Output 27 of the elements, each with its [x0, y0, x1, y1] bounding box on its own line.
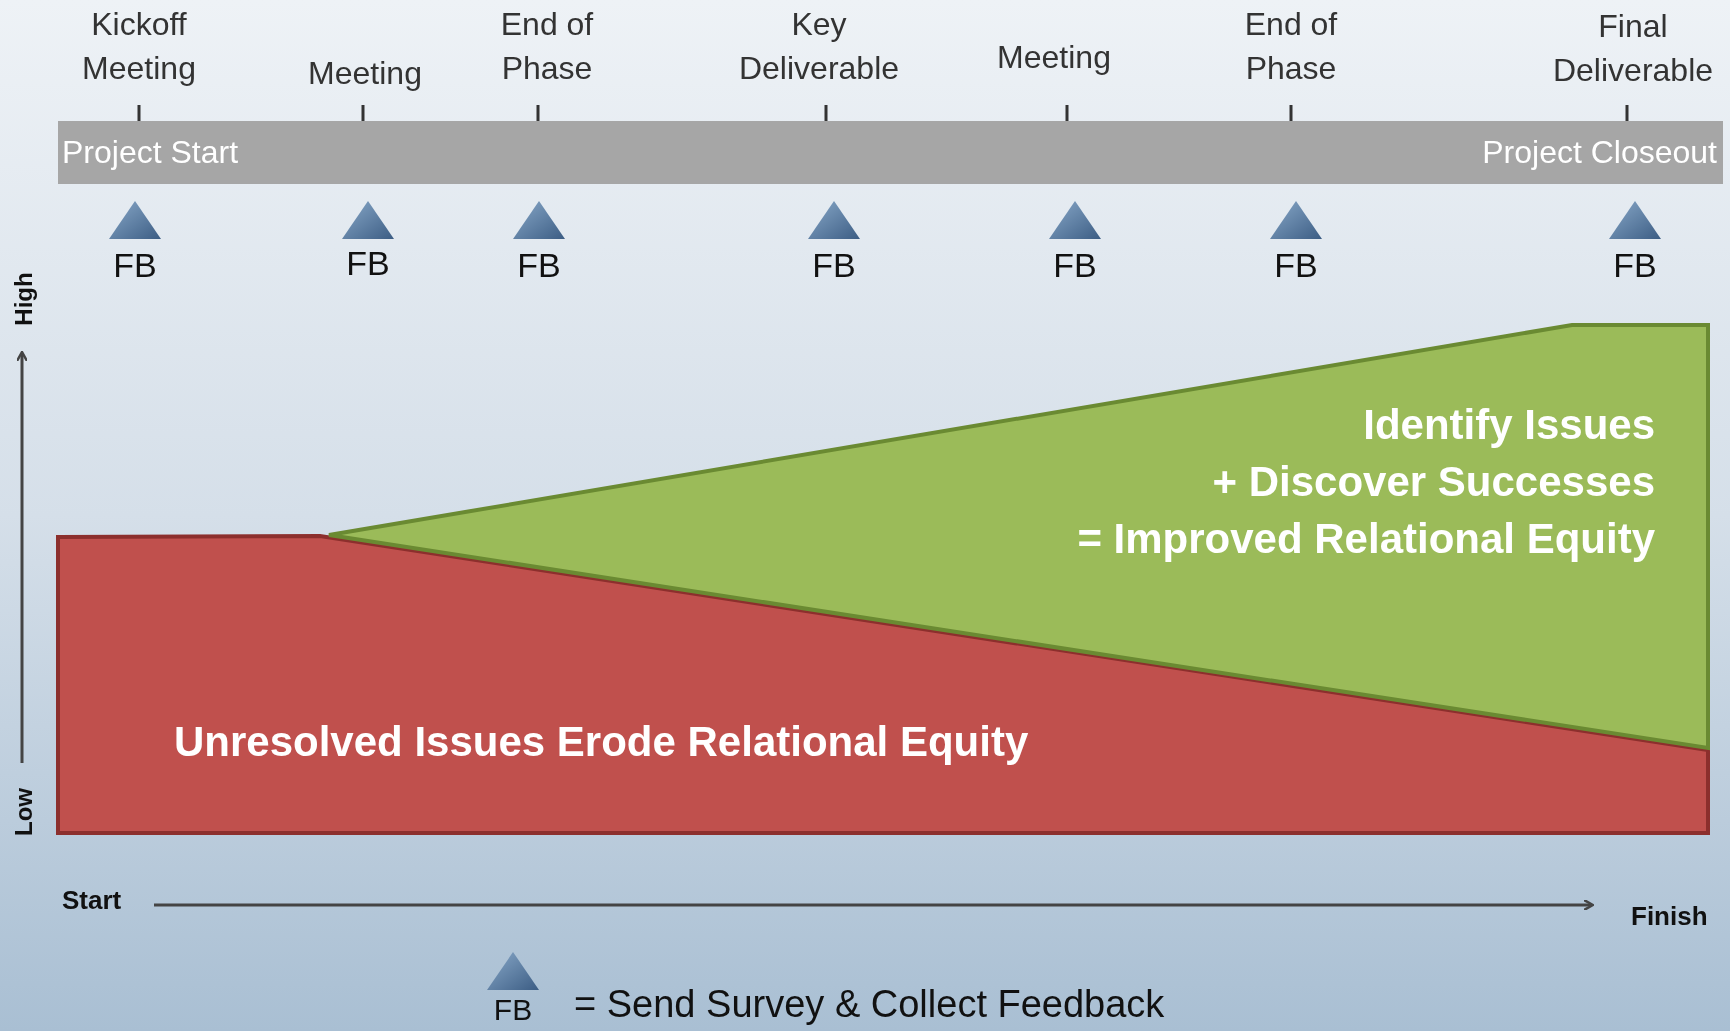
feedback-label: FB	[346, 244, 390, 282]
axis-label: Low	[10, 788, 38, 836]
legend-text: = Send Survey & Collect Feedback	[574, 982, 1165, 1026]
milestone-label: End of Phase	[499, 5, 595, 88]
feedback-label: FB	[812, 246, 856, 284]
timeline-bar	[58, 121, 1723, 184]
milestone-label: Final Deliverable	[1551, 7, 1715, 90]
feedback-label: FB	[1613, 246, 1657, 284]
feedback-label: FB	[1053, 246, 1097, 284]
axis-label: Finish	[1631, 900, 1708, 932]
feedback-label: FB	[493, 992, 533, 1028]
milestone-label: Meeting	[997, 38, 1111, 77]
milestone-label: End of Phase	[1243, 5, 1339, 88]
milestone-label: Meeting	[308, 54, 422, 93]
area-text: + Discover Successes	[1211, 457, 1655, 507]
feedback-label: FB	[517, 246, 561, 284]
milestone-label: Key Deliverable	[737, 5, 901, 88]
area-text: Unresolved Issues Erode Relational Equity	[174, 717, 1030, 767]
axis-label: Start	[62, 884, 122, 916]
area-text: Identify Issues	[1362, 400, 1655, 450]
milestone-label: Kickoff Meeting	[81, 5, 197, 88]
axis-label: High	[10, 272, 38, 326]
area-text: = Improved Relational Equity	[1076, 514, 1655, 564]
feedback-label: FB	[1274, 246, 1318, 284]
closeout-label: Project Closeout	[1482, 133, 1717, 171]
feedback-label: FB	[113, 246, 157, 284]
start-label: Project Start	[62, 133, 239, 171]
